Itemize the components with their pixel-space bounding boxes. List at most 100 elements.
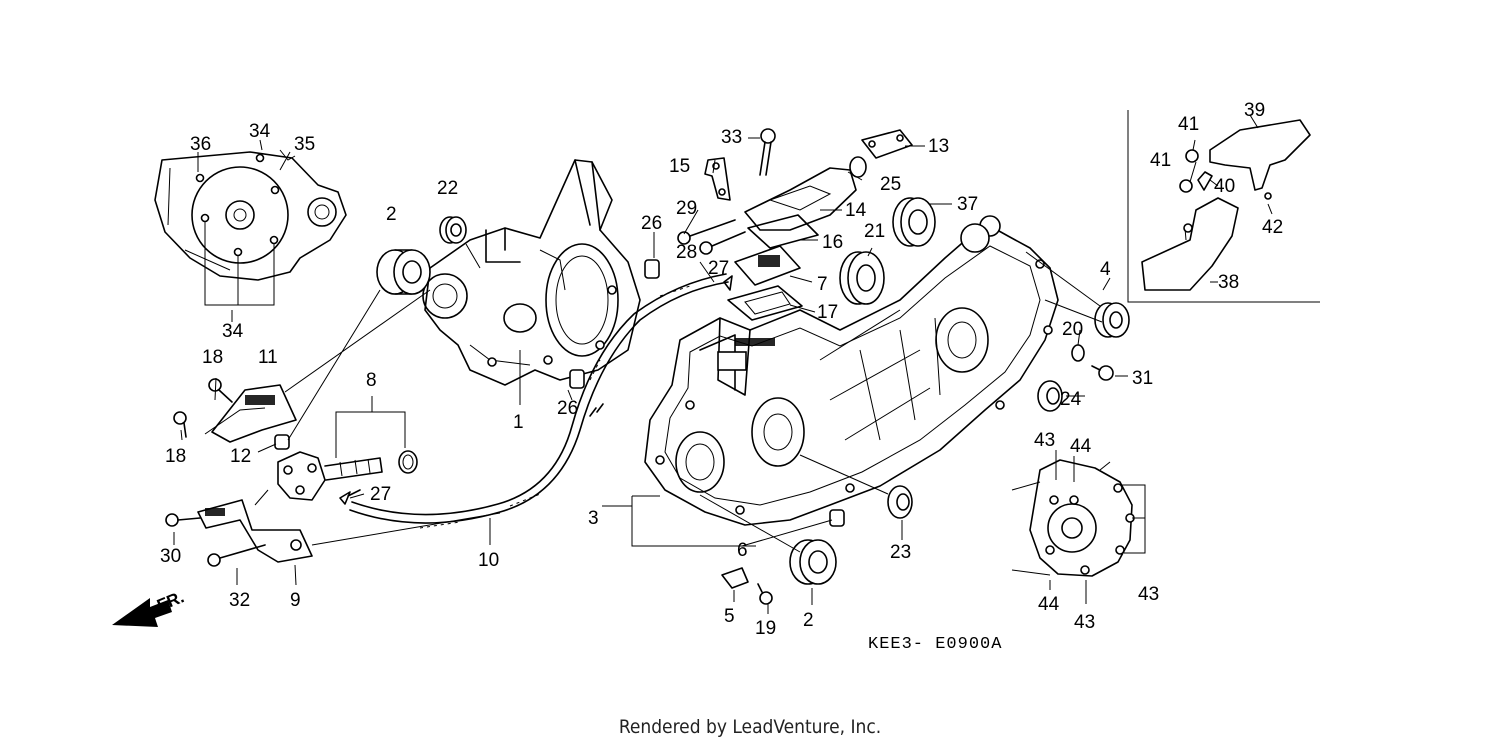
label-1: 1 bbox=[513, 412, 524, 433]
bolt-30[interactable] bbox=[165, 513, 201, 527]
label-7: 7 bbox=[817, 274, 828, 295]
label-5: 5 bbox=[724, 606, 735, 627]
label-31: 31 bbox=[1132, 368, 1153, 389]
bolt-31[interactable] bbox=[1091, 365, 1114, 381]
dowel-6[interactable] bbox=[829, 509, 845, 527]
gasket-17[interactable] bbox=[727, 285, 803, 321]
bearing-upper-left[interactable] bbox=[376, 249, 431, 295]
label-12: 12 bbox=[230, 446, 251, 467]
gasket-16[interactable] bbox=[747, 214, 819, 249]
bolt-41-lower[interactable] bbox=[1179, 179, 1193, 193]
o-ring-25[interactable] bbox=[849, 156, 867, 178]
label-21: 21 bbox=[864, 221, 885, 242]
dowel-pin-upper[interactable] bbox=[644, 259, 660, 279]
label-36: 36 bbox=[190, 134, 211, 155]
label-2-lower: 2 bbox=[803, 610, 814, 631]
cover-39[interactable] bbox=[1209, 119, 1311, 191]
part-labels: 36 34 35 34 18 11 8 18 12 27 30 32 9 10 … bbox=[160, 100, 1283, 639]
diagram-code: KEE3- E0900A bbox=[868, 635, 1002, 654]
label-44-bottom: 44 bbox=[1038, 594, 1060, 615]
label-11: 11 bbox=[258, 347, 278, 368]
label-27-left: 27 bbox=[370, 484, 391, 505]
tube-40[interactable] bbox=[1197, 171, 1213, 191]
label-38: 38 bbox=[1218, 272, 1239, 293]
bolt-18-lower[interactable] bbox=[173, 411, 187, 438]
bearing-21[interactable] bbox=[839, 251, 885, 305]
plate-5[interactable] bbox=[721, 567, 749, 589]
label-32: 32 bbox=[229, 590, 250, 611]
oil-seal-23[interactable] bbox=[887, 485, 913, 519]
label-14: 14 bbox=[845, 200, 867, 221]
bolt-32[interactable] bbox=[207, 544, 266, 567]
bearing-lower-2[interactable] bbox=[789, 539, 837, 585]
label-3: 3 bbox=[588, 508, 599, 529]
label-16: 16 bbox=[822, 232, 843, 253]
label-23: 23 bbox=[890, 542, 911, 563]
bracket-9[interactable] bbox=[197, 499, 313, 563]
label-27-right: 27 bbox=[708, 258, 729, 279]
label-44-top: 44 bbox=[1070, 436, 1092, 457]
label-41-lower: 41 bbox=[1150, 150, 1171, 171]
label-26-upper: 26 bbox=[641, 213, 662, 234]
label-19: 19 bbox=[755, 618, 776, 639]
label-8: 8 bbox=[366, 370, 377, 391]
label-22: 22 bbox=[437, 178, 458, 199]
label-10: 10 bbox=[478, 550, 499, 571]
label-24: 24 bbox=[1060, 389, 1082, 410]
front-direction-arrow: FR. bbox=[112, 587, 187, 627]
label-43-right: 43 bbox=[1138, 584, 1159, 605]
label-20: 20 bbox=[1062, 319, 1083, 340]
label-40: 40 bbox=[1214, 176, 1235, 197]
bracket-38[interactable] bbox=[1141, 197, 1239, 291]
bolt-28[interactable] bbox=[699, 231, 746, 255]
label-39: 39 bbox=[1244, 100, 1265, 121]
label-6: 6 bbox=[737, 540, 748, 561]
bolt-33[interactable] bbox=[759, 128, 776, 176]
label-17: 17 bbox=[817, 302, 838, 323]
oil-seal-24[interactable] bbox=[1037, 380, 1063, 412]
right-crankcase[interactable] bbox=[644, 215, 1059, 526]
reed-valve-7[interactable] bbox=[734, 245, 801, 286]
bolt-18-upper[interactable] bbox=[208, 378, 233, 403]
label-33: 33 bbox=[721, 127, 742, 148]
bolt-19[interactable] bbox=[757, 583, 773, 605]
label-42: 42 bbox=[1262, 217, 1283, 238]
right-cover[interactable] bbox=[1011, 459, 1135, 577]
bracket-15[interactable] bbox=[704, 157, 731, 201]
clip-27-right[interactable] bbox=[723, 275, 733, 291]
label-18-lower: 18 bbox=[165, 446, 186, 467]
washer-20[interactable] bbox=[1071, 344, 1085, 362]
label-41-upper: 41 bbox=[1178, 114, 1199, 135]
label-18-upper: 18 bbox=[202, 347, 223, 368]
oil-pump-assembly[interactable] bbox=[277, 450, 418, 501]
bearing-4[interactable] bbox=[1094, 302, 1130, 338]
clip-27-left[interactable] bbox=[339, 489, 361, 505]
oil-hose-10[interactable] bbox=[349, 273, 729, 529]
label-29: 29 bbox=[676, 198, 697, 219]
label-2-upper: 2 bbox=[386, 204, 397, 225]
front-direction-label: FR. bbox=[154, 587, 187, 615]
label-30: 30 bbox=[160, 546, 181, 567]
bearing-22[interactable] bbox=[439, 216, 467, 244]
intake-pipe-14[interactable] bbox=[744, 167, 857, 231]
label-26-lower: 26 bbox=[557, 398, 578, 419]
label-9: 9 bbox=[290, 590, 301, 611]
label-43-bottom: 43 bbox=[1074, 612, 1095, 633]
bolt-29[interactable] bbox=[677, 219, 736, 245]
label-37: 37 bbox=[957, 194, 978, 215]
label-35: 35 bbox=[294, 134, 315, 155]
dowel-pin-lower[interactable] bbox=[569, 369, 585, 389]
screw-42[interactable] bbox=[1264, 192, 1272, 200]
bracket-11[interactable] bbox=[204, 384, 297, 443]
label-13: 13 bbox=[928, 136, 949, 157]
left-crankcase-cover[interactable] bbox=[154, 149, 347, 281]
intake-cap-13[interactable] bbox=[861, 129, 913, 159]
collar-12[interactable] bbox=[274, 434, 290, 450]
inset-box bbox=[1127, 110, 1320, 303]
bolt-41-upper[interactable] bbox=[1185, 149, 1199, 163]
label-4: 4 bbox=[1100, 259, 1111, 280]
left-crankcase[interactable] bbox=[422, 159, 641, 386]
label-15: 15 bbox=[669, 156, 690, 177]
bearing-37[interactable] bbox=[892, 197, 936, 247]
